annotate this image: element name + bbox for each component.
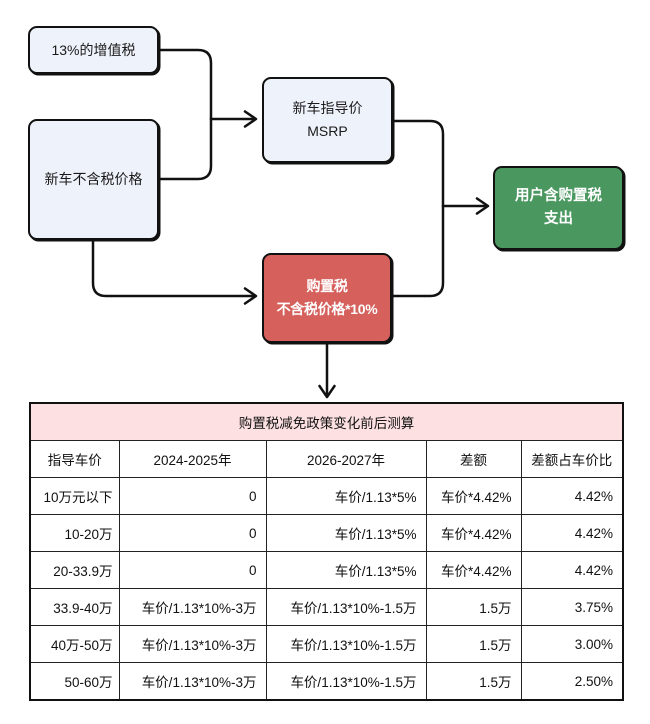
edge-vat-to-msrp xyxy=(157,48,213,121)
table-title: 购置税减免政策变化前后测算 xyxy=(29,402,624,441)
table-cell: 33.9-40万 xyxy=(29,588,120,626)
table-cell: 20-33.9万 xyxy=(29,551,120,589)
edge-price-to-msrp xyxy=(157,117,213,181)
msrp-box-line1: 新车指导价 xyxy=(292,100,363,116)
table-cell: 4.42% xyxy=(520,514,624,552)
table-title-row: 购置税减免政策变化前后测算 xyxy=(29,402,624,441)
column-header-price-range: 指导车价 xyxy=(29,440,120,478)
table-cell: 40万-50万 xyxy=(29,625,120,663)
table-cell: 车价/1.13*10%-1.5万 xyxy=(265,588,427,626)
table-cell: 车价/1.13*10%-3万 xyxy=(118,662,267,701)
vat-box-label: 13%的增值税 xyxy=(51,41,136,58)
table-cell: 0 xyxy=(118,477,267,515)
table-row: 10-20万 0 车价/1.13*5% 车价*4.42% 4.42% xyxy=(29,514,624,552)
pretax-price-box: 新车不含税价格 xyxy=(28,119,159,240)
msrp-box-line2: MSRP xyxy=(307,123,348,139)
table-cell: 4.42% xyxy=(520,477,624,515)
table-cell: 1.5万 xyxy=(425,625,522,663)
edge-msrp-to-user xyxy=(391,119,445,208)
edge-price-to-tax xyxy=(91,238,257,298)
table-row: 20-33.9万 0 车价/1.13*5% 车价*4.42% 4.42% xyxy=(29,551,624,589)
table-cell: 4.42% xyxy=(520,551,624,589)
purchase-tax-box: 购置税 不含税价格*10% xyxy=(262,253,392,343)
user-cost-box-line1: 用户含购置税 xyxy=(515,188,602,204)
table-cell: 车价/1.13*5% xyxy=(265,551,427,589)
arrowhead-user-icon xyxy=(475,197,490,215)
arrowhead-tax-icon xyxy=(243,287,258,305)
tax-calculation-table: 购置税减免政策变化前后测算 指导车价 2024-2025年 2026-2027年… xyxy=(29,402,624,701)
table-cell: 3.75% xyxy=(520,588,624,626)
column-header-diff-ratio: 差额占车价比 xyxy=(520,440,624,478)
table-row: 33.9-40万 车价/1.13*10%-3万 车价/1.13*10%-1.5万… xyxy=(29,588,624,626)
pretax-price-box-label: 新车不含税价格 xyxy=(44,171,143,187)
msrp-box: 新车指导价 MSRP xyxy=(262,77,393,163)
table-cell: 2.50% xyxy=(520,662,624,701)
table-cell: 10万元以下 xyxy=(29,477,120,515)
table-cell: 10-20万 xyxy=(29,514,120,552)
table-cell: 0 xyxy=(118,551,267,589)
table-cell: 1.5万 xyxy=(425,588,522,626)
arrowhead-msrp-icon xyxy=(243,110,258,128)
table-cell: 50-60万 xyxy=(29,662,120,701)
table-cell: 车价/1.13*10%-1.5万 xyxy=(265,662,427,701)
table-cell: 车价*4.42% xyxy=(425,551,522,589)
table-row: 50-60万 车价/1.13*10%-3万 车价/1.13*10%-1.5万 1… xyxy=(29,662,624,701)
table-cell: 车价/1.13*10%-3万 xyxy=(118,588,267,626)
user-cost-box-line2: 支出 xyxy=(544,211,573,227)
edge-tax-to-user xyxy=(390,204,445,298)
table-cell: 车价/1.13*5% xyxy=(265,514,427,552)
table-cell: 车价*4.42% xyxy=(425,477,522,515)
column-header-difference: 差额 xyxy=(425,440,522,478)
table-cell: 车价/1.13*10%-1.5万 xyxy=(265,625,427,663)
table-cell: 车价*4.42% xyxy=(425,514,522,552)
arrowhead-table-icon xyxy=(318,384,336,399)
table-row: 10万元以下 0 车价/1.13*5% 车价*4.42% 4.42% xyxy=(29,477,624,515)
table-cell: 车价/1.13*10%-3万 xyxy=(118,625,267,663)
table-cell: 0 xyxy=(118,514,267,552)
purchase-tax-box-line1: 购置税 xyxy=(306,278,348,294)
user-cost-box: 用户含购置税 支出 xyxy=(493,166,624,250)
table-cell: 3.00% xyxy=(520,625,624,663)
purchase-tax-box-line2: 不含税价格*10% xyxy=(276,301,378,317)
table-row: 40万-50万 车价/1.13*10%-3万 车价/1.13*10%-1.5万 … xyxy=(29,625,624,663)
table-header-row: 指导车价 2024-2025年 2026-2027年 差额 差额占车价比 xyxy=(29,440,624,478)
table-cell: 1.5万 xyxy=(425,662,522,701)
vat-box: 13%的增值税 xyxy=(28,26,159,74)
column-header-2024-2025: 2024-2025年 xyxy=(118,440,267,478)
column-header-2026-2027: 2026-2027年 xyxy=(265,440,427,478)
table-cell: 车价/1.13*5% xyxy=(265,477,427,515)
